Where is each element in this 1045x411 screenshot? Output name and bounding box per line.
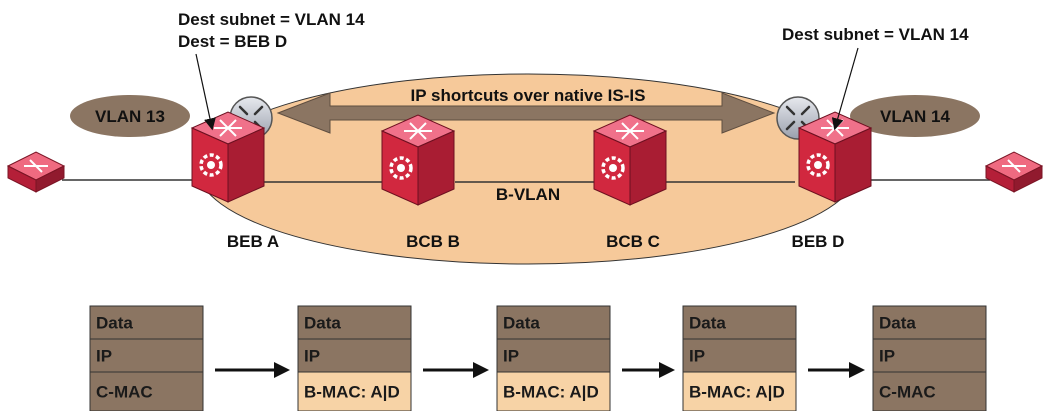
arrow-right-icon (622, 362, 675, 378)
node-label-beb-a: BEB A (227, 232, 279, 251)
bvlan-label: B-VLAN (496, 185, 560, 204)
callout-left-subnet: Dest subnet = VLAN 14 (178, 10, 365, 29)
arrow-right-icon (215, 362, 290, 378)
arrow-right-icon (423, 362, 489, 378)
vlan-13-label: VLAN 13 (95, 107, 165, 126)
access-switch-left (6, 151, 66, 193)
node-label-beb-d: BEB D (792, 232, 845, 251)
packet-cell-text: C-MAC (96, 383, 153, 402)
packet-cell-text: Data (304, 314, 341, 333)
packet-cell-mid (872, 338, 987, 373)
ip-shortcut-arrow (276, 92, 776, 134)
packet-cell-bottom (682, 371, 797, 411)
callout-right-pointer (831, 47, 859, 131)
vlan-14-oval (850, 95, 980, 137)
packet-cell-text: Data (503, 314, 540, 333)
packet-cell-text: B-MAC: A|D (689, 383, 785, 402)
arrow-right-icon (808, 362, 865, 378)
packet-cell-text: C-MAC (879, 383, 936, 402)
packet-cell-bottom (297, 371, 412, 411)
packet-cell-text: IP (503, 347, 519, 366)
packet-cell-text: Data (879, 314, 916, 333)
packet-cell-bottom (872, 371, 987, 411)
switch-icon-bcb-b (380, 114, 456, 206)
packet-cell-bottom (89, 371, 204, 411)
packet-cell-text: B-MAC: A|D (503, 383, 599, 402)
vlan-13-oval (70, 95, 190, 137)
packet-cell-text: Data (96, 314, 133, 333)
callout-right-subnet: Dest subnet = VLAN 14 (782, 25, 969, 44)
callout-left-dest: Dest = BEB D (178, 32, 287, 51)
switch-icon-beb-d (797, 111, 873, 203)
node-label-bcb-b: BCB B (406, 232, 460, 251)
packet-cell-top (496, 305, 611, 340)
packet-cell-text: IP (689, 347, 705, 366)
packet-cell-text: IP (96, 347, 112, 366)
packet-cell-text: IP (879, 347, 895, 366)
packet-cell-top (297, 305, 412, 340)
packet-cell-text: Data (689, 314, 726, 333)
vlan-14-label: VLAN 14 (880, 107, 950, 126)
packet-cell-mid (89, 338, 204, 373)
packet-cell-bottom (496, 371, 611, 411)
callout-left-pointer (195, 53, 216, 131)
switch-icon-bcb-c (592, 114, 668, 206)
packet-cell-text: B-MAC: A|D (304, 383, 400, 402)
packet-cell-text: IP (304, 347, 320, 366)
packet-cell-top (89, 305, 204, 340)
packet-cell-mid (297, 338, 412, 373)
node-label-bcb-c: BCB C (606, 232, 660, 251)
ip-shortcut-label: IP shortcuts over native IS-IS (411, 86, 646, 105)
switch-icon-beb-a (190, 111, 266, 203)
access-switch-right (984, 151, 1044, 193)
packet-cell-top (872, 305, 987, 340)
